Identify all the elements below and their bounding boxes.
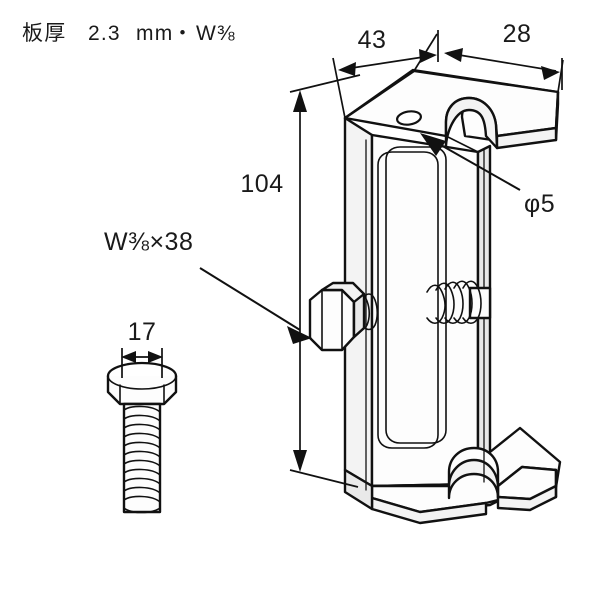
dim43-value: 43 <box>358 26 387 54</box>
dim104-arrow-top <box>293 90 307 112</box>
callout-bolt-spec: W⅜×38 <box>104 228 312 344</box>
bottom-flange-notch-thickness <box>447 458 500 500</box>
dim104-value: 104 <box>240 170 283 198</box>
bolt-shank-right <box>468 286 492 320</box>
callout-hole-diameter: φ5 <box>420 133 555 218</box>
callout-bolt-leader-line <box>199 267 301 331</box>
dimension-104: 104 <box>240 74 361 488</box>
spec-note-thread-spec: W⅜ <box>196 22 236 45</box>
dim104-arrow-bottom <box>293 450 307 472</box>
spec-note-thickness-value: 2.3 <box>88 22 121 45</box>
bracket-top-left-corner-edge <box>344 117 373 136</box>
web-relief-outline-inner <box>377 151 439 449</box>
detail-bolt-head-lower-arc <box>107 375 177 390</box>
detail-bolt-head-body <box>106 374 178 406</box>
callout-hole-leader-line <box>431 139 521 191</box>
detail-bolt-threads <box>123 405 161 503</box>
dim43-line <box>344 55 431 70</box>
dim28-line <box>446 52 557 72</box>
spec-note-unit: mm <box>136 22 173 45</box>
hex-bolt-assembled <box>308 280 492 352</box>
hex-bolt-detail <box>106 361 178 514</box>
bolt-hex-head-front <box>308 288 356 352</box>
callout-hole-diameter-text: φ5 <box>524 190 555 218</box>
callout-bolt-arrowhead <box>287 326 312 344</box>
dimension-17: 17 <box>121 318 163 378</box>
dim17-value: 17 <box>128 318 157 346</box>
bracket-top-right-corner-edge <box>445 135 479 153</box>
bottom-flange-notch-curve <box>448 447 499 489</box>
detail-bolt-shank <box>122 402 162 514</box>
callout-bolt-spec-text: W⅜×38 <box>104 228 193 256</box>
dimension-28: 28 <box>444 20 564 93</box>
phi5-hole <box>396 110 422 126</box>
dim43-arrow-left <box>338 62 356 76</box>
dim104-ext-top <box>289 74 361 93</box>
web-relief-outline-outer <box>385 146 447 444</box>
bottom-flange-left-thickness <box>343 468 374 511</box>
dim104-ext-bottom <box>289 469 359 488</box>
top-flange-notch-curve <box>445 97 498 137</box>
dim28-arrow-left <box>444 48 463 62</box>
callout-hole-arrowhead <box>420 133 446 156</box>
spec-note-separator: ・ <box>172 22 194 45</box>
dim43-arrow-right <box>419 49 437 63</box>
bolt-hex-head-side <box>352 292 366 339</box>
dim17-arrow-right <box>148 351 163 363</box>
dimension-43: 43 <box>332 26 439 119</box>
bolt-thread-right <box>426 280 482 325</box>
dim43-ext-left <box>332 57 346 119</box>
dim17-arrow-left <box>121 351 136 363</box>
dim28-arrow-right <box>541 66 560 80</box>
dim28-value: 28 <box>503 20 532 48</box>
detail-bolt-tip <box>123 507 161 514</box>
spec-note: 板厚 2.3 mm ・ W⅜ <box>22 22 236 45</box>
spec-note-thickness-label: 板厚 <box>22 22 66 45</box>
